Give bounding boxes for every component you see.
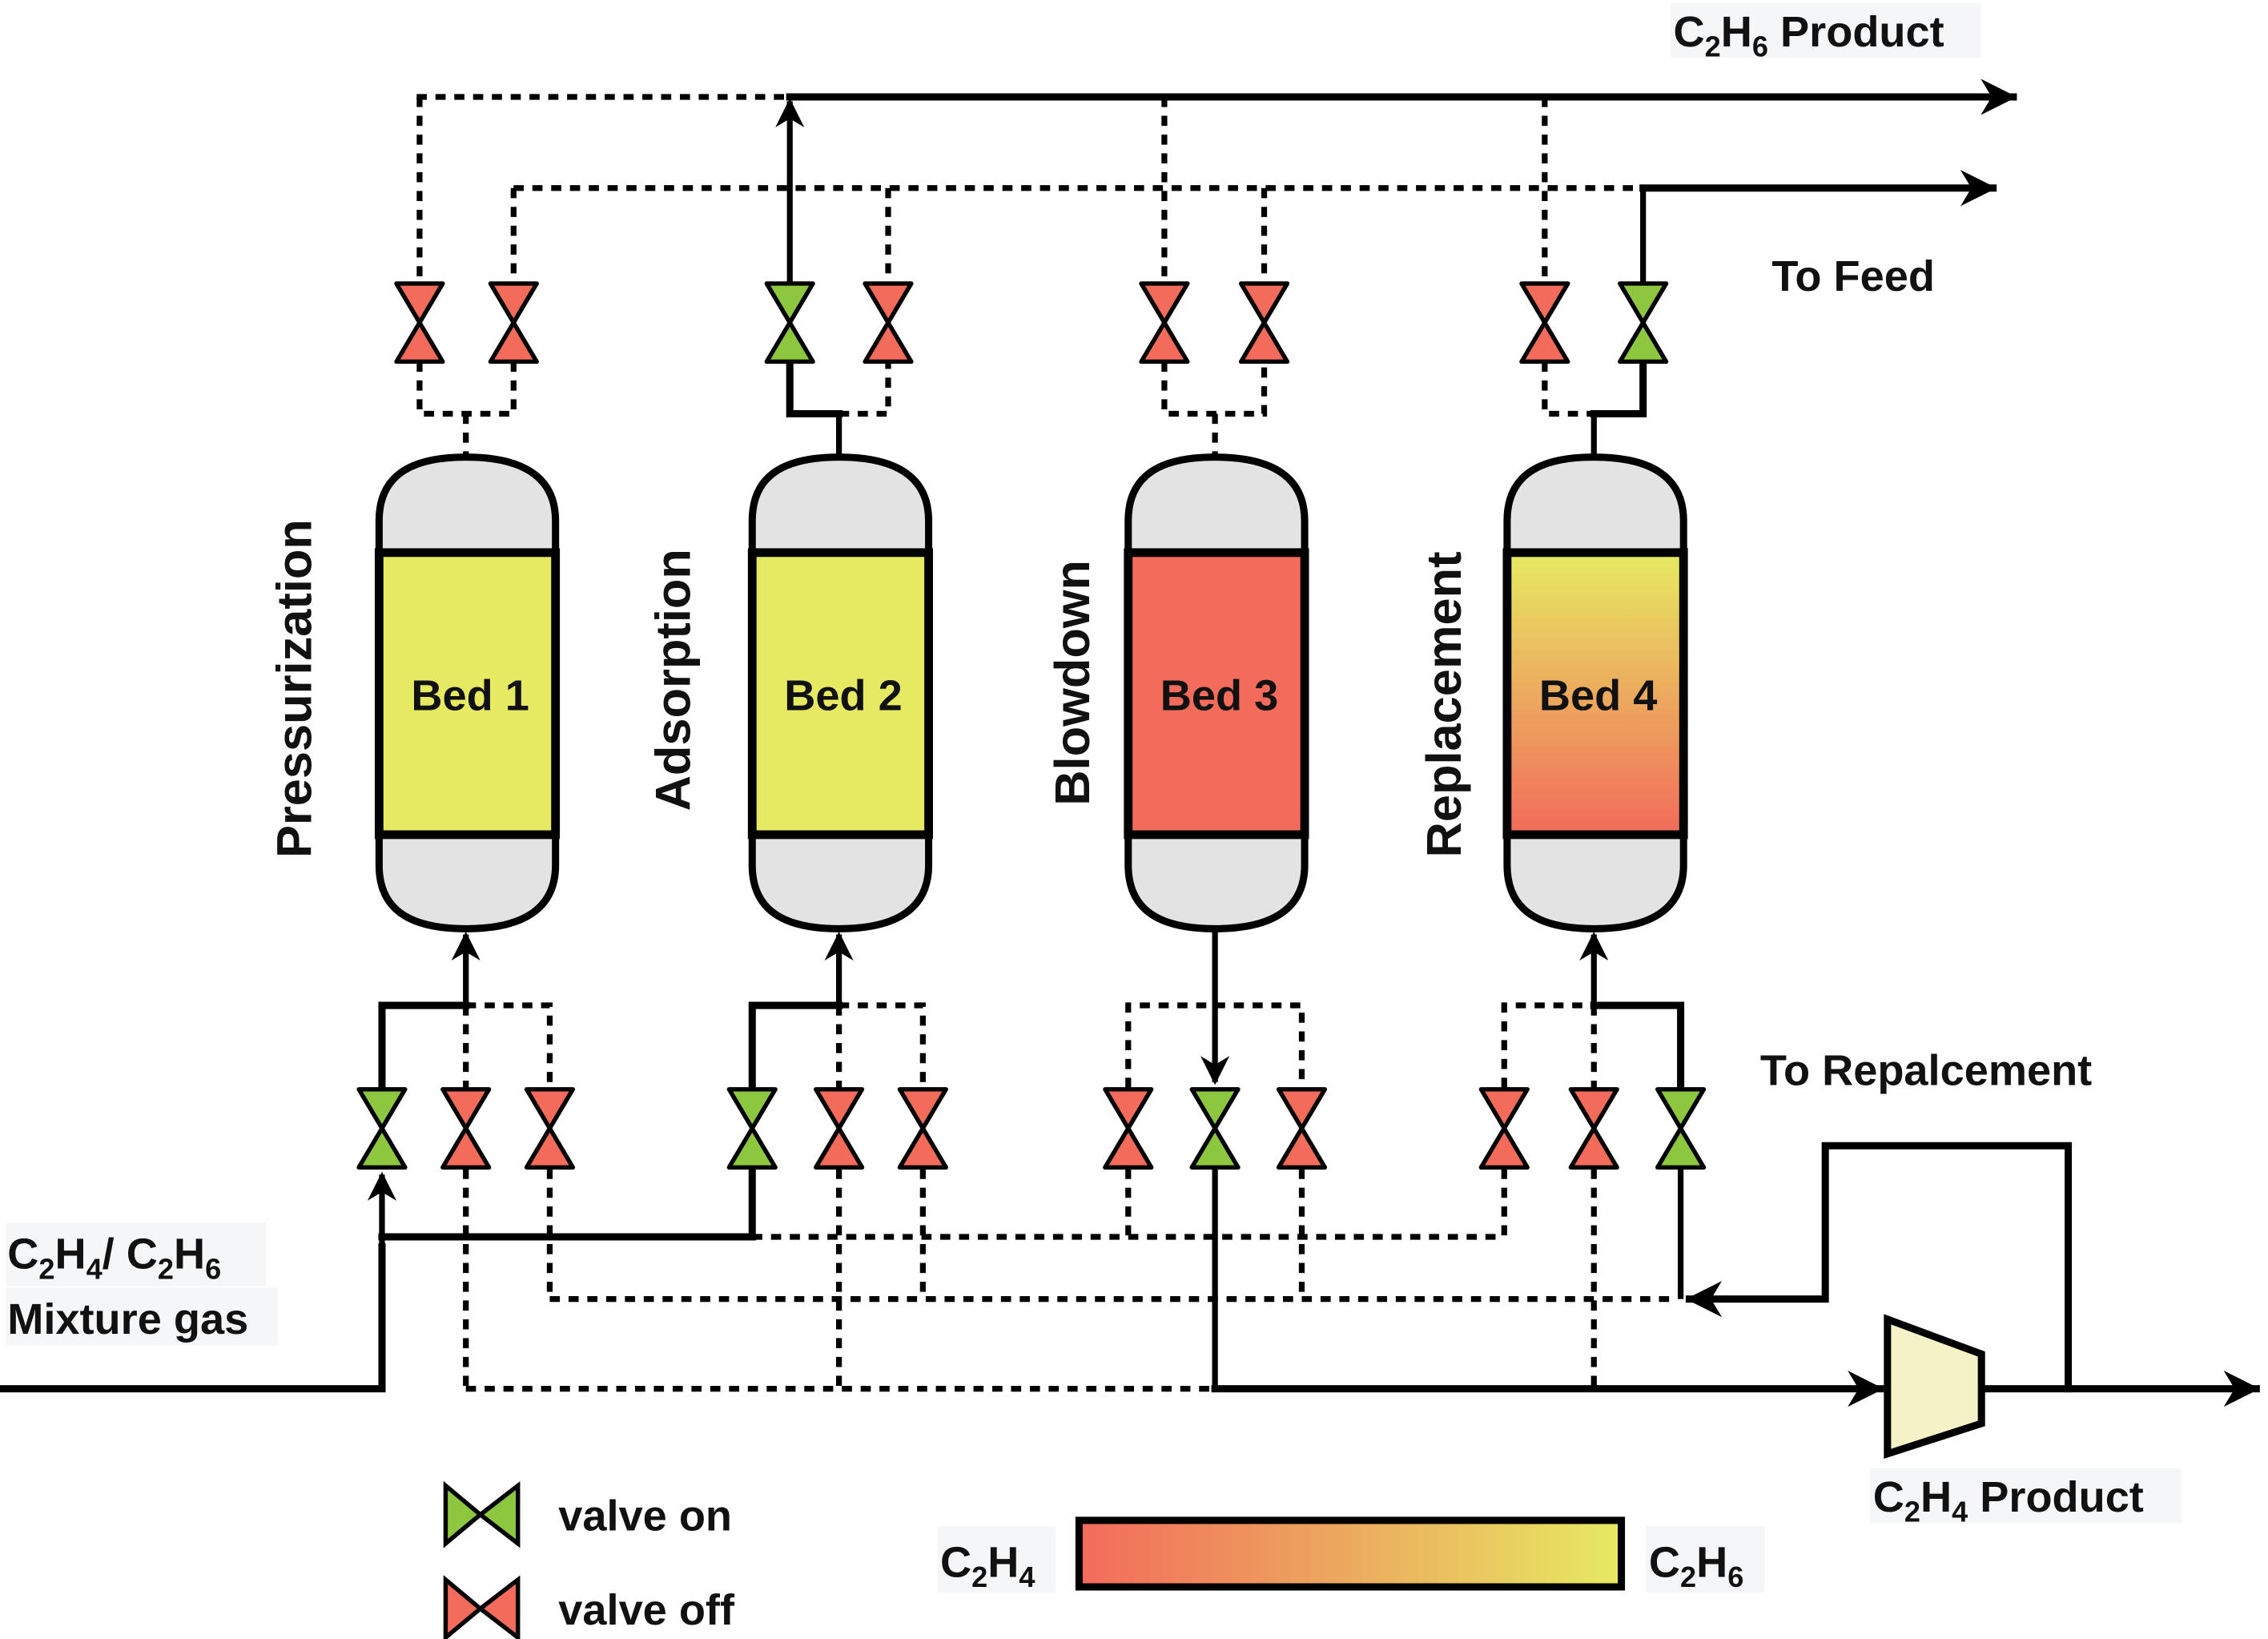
bed4-bottom-valve-3-on[interactable] — [1655, 1087, 1707, 1170]
bed3-top-valve-1-off[interactable] — [1139, 281, 1190, 364]
adsorbent-bed — [1124, 548, 1309, 840]
bottom-piping — [0, 928, 2260, 1407]
bed-step-label: Pressurization — [267, 519, 322, 858]
vessel-shell — [1503, 453, 1687, 557]
bed3-bottom-valve-1-off[interactable] — [1103, 1087, 1154, 1170]
valve-on-legend-label: valve on — [558, 1492, 732, 1540]
adsorbent-bed — [1502, 548, 1688, 840]
bed-2: Bed 2 Adsorption — [646, 453, 933, 932]
bed3-bottom-valve-3-off[interactable] — [1276, 1087, 1328, 1170]
adsorbent-bed — [374, 548, 561, 840]
compressor-icon — [1884, 1314, 1985, 1460]
valve-off-legend-label: valve off — [558, 1586, 735, 1634]
bed1-bottom-valve-1-on[interactable] — [356, 1087, 408, 1170]
bed1-bottom-valve-3-off[interactable] — [524, 1087, 576, 1170]
bed-3: Bed 3 Blowdown — [1045, 453, 1309, 932]
bed1-top-valve-1-off[interactable] — [394, 281, 445, 364]
bed3-bottom-valve-2-on[interactable] — [1189, 1087, 1241, 1170]
adsorbent-bed — [747, 548, 933, 840]
bed1-bottom-valve-2-off[interactable] — [440, 1087, 492, 1170]
bed-4: Bed 4 Replacement — [1417, 453, 1688, 932]
bed4-top-valve-1-off[interactable] — [1519, 281, 1570, 364]
scale-right-label: C2H6 — [1649, 1538, 1743, 1593]
vessel-shell — [375, 453, 560, 557]
legend: valve on valve off C2H4 C2H6 — [443, 1480, 1765, 1639]
bed-name-label: Bed 1 — [411, 672, 529, 720]
bed2-bottom-valve-3-off[interactable] — [897, 1087, 948, 1170]
feed-gas-label-line2: Mixture gas — [7, 1295, 248, 1343]
bed3-top-valve-2-off[interactable] — [1238, 281, 1290, 364]
bed-name-label: Bed 2 — [784, 672, 902, 720]
feed-header — [378, 1165, 756, 1241]
bed2-top-valve-2-off[interactable] — [863, 281, 914, 364]
vessel-shell — [748, 453, 933, 557]
valves — [356, 281, 1707, 1170]
scale-left-label: C2H4 — [940, 1538, 1035, 1593]
bed-step-label: Adsorption — [646, 549, 702, 811]
bed4-top-valve-2-on[interactable] — [1618, 281, 1669, 364]
bed-name-label: Bed 3 — [1160, 672, 1278, 720]
top-piping — [416, 79, 2017, 457]
replacement-recycle-line — [1685, 1142, 2073, 1393]
c2h4-product-label: C2H4 Product — [1873, 1473, 2144, 1528]
to-feed-label: To Feed — [1771, 252, 1935, 300]
bed-1: Bed 1 Pressurization — [267, 453, 561, 932]
c2h6-product-label: C2H6 Product — [1674, 8, 1944, 63]
composition-color-scale — [1075, 1516, 1626, 1591]
bed2-bottom-valve-2-off[interactable] — [814, 1087, 865, 1170]
bed4-bottom-valve-1-off[interactable] — [1478, 1087, 1530, 1170]
valve-off-legend-icon — [443, 1575, 521, 1639]
bed1-top-valve-2-off[interactable] — [488, 281, 539, 364]
valve-on-legend-icon — [443, 1480, 521, 1548]
bed4-bottom-valve-2-off[interactable] — [1568, 1087, 1619, 1170]
bed-step-label: Replacement — [1417, 551, 1472, 857]
feed-gas-label-line1: C2H4/ C2H6 — [7, 1230, 221, 1286]
bed2-bottom-valve-1-on[interactable] — [726, 1087, 778, 1170]
bed-step-label: Blowdown — [1045, 560, 1100, 806]
bed2-top-valve-1-on[interactable] — [764, 281, 815, 364]
to-replacement-label: To Repalcement — [1760, 1046, 2092, 1094]
feed-inlet-line — [0, 1243, 386, 1393]
bed-name-label: Bed 4 — [1539, 672, 1657, 720]
vessel-shell — [1124, 453, 1309, 557]
